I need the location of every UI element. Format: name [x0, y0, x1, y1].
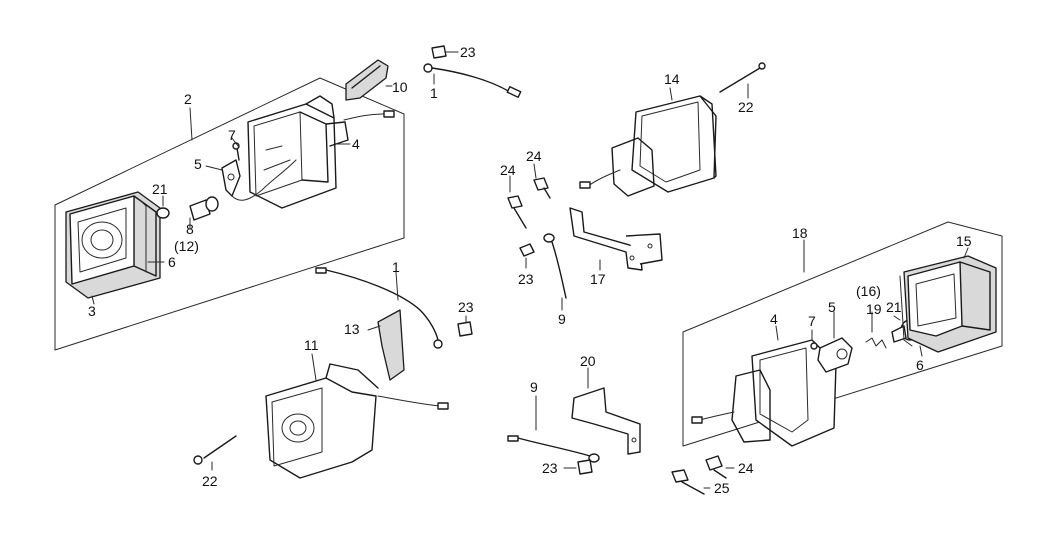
callout-4-right: 4 — [770, 311, 778, 327]
callout-17: 17 — [590, 271, 606, 287]
callout-24-middle-b: 24 — [526, 148, 542, 164]
callout-15: 15 — [956, 233, 972, 249]
callout-20: 20 — [580, 353, 596, 369]
leader-lines — [91, 51, 969, 489]
nut-23-middle — [519, 243, 535, 257]
callout-13: 13 — [344, 321, 360, 337]
bracket-17 — [569, 207, 663, 271]
callout-23-left-middle: 23 — [458, 299, 474, 315]
assembly-18-boundary — [682, 221, 1003, 447]
headlight-housing-4-right — [691, 339, 837, 447]
bolt-22-bottom — [203, 435, 237, 459]
wire-1-top — [423, 63, 522, 98]
callout-11: 11 — [304, 337, 319, 353]
callout-7-right: 7 — [808, 313, 816, 329]
callout-1-top: 1 — [430, 85, 438, 101]
callout-16: (16) — [856, 283, 881, 299]
callout-25: 25 — [714, 480, 730, 496]
callout-23-top: 23 — [460, 44, 476, 60]
bulb-8 — [189, 196, 219, 221]
callout-10: 10 — [392, 79, 408, 95]
callout-7-left: 7 — [228, 127, 236, 143]
callout-19: 19 — [866, 301, 882, 317]
rim-6-right — [899, 275, 913, 347]
callout-labels: 2 23 10 1 4 7 5 21 8 (12) 6 3 14 22 24 2… — [88, 44, 972, 496]
bolt-22-bottom-head — [193, 455, 203, 465]
wire-1-middle — [315, 267, 443, 349]
callout-5-left: 5 — [194, 156, 202, 172]
headlight-lens-3 — [65, 191, 161, 299]
callout-1-middle: 1 — [392, 259, 400, 275]
bolt-24-25-bottom — [671, 455, 727, 495]
grommet-23-middle — [457, 321, 473, 337]
grommet-23-top — [431, 45, 447, 59]
assembly-2-boundary — [54, 77, 405, 351]
bracket-13 — [377, 309, 405, 381]
bulb-socket-5-left — [221, 142, 297, 201]
nut-23-bottom — [577, 459, 593, 475]
headlight-housing-4-left — [247, 95, 395, 209]
callout-9-middle: 9 — [558, 311, 566, 327]
callout-23-bottom: 23 — [542, 460, 558, 476]
callout-9-bottom: 9 — [530, 379, 538, 395]
callout-23-middle: 23 — [518, 271, 534, 287]
callout-2: 2 — [184, 91, 192, 107]
headlight-11 — [265, 363, 449, 479]
callout-21-left: 21 — [152, 181, 168, 197]
cap-21-left — [156, 207, 170, 219]
callout-22-top: 22 — [738, 99, 754, 115]
callout-5-right: 5 — [828, 299, 836, 315]
callout-21-right: 21 — [886, 299, 902, 315]
wire-9-middle — [543, 233, 567, 299]
headlight-housing-14 — [579, 95, 717, 197]
callout-6-right: 6 — [916, 357, 924, 373]
headlight-lens-15 — [903, 255, 997, 353]
bracket-20 — [571, 387, 641, 455]
bolt-24-middle — [507, 177, 551, 229]
callout-4-left: 4 — [352, 136, 360, 152]
callout-24-bottom: 24 — [738, 460, 754, 476]
callout-8: 8 — [186, 221, 194, 237]
callout-14: 14 — [664, 71, 680, 87]
callout-24-middle-a: 24 — [500, 162, 516, 178]
bolt-22-top — [719, 67, 761, 93]
bulb-socket-5-right — [810, 337, 853, 373]
callout-22-bottom: 22 — [202, 473, 218, 489]
wire-9-bottom — [507, 435, 600, 463]
callout-12: (12) — [174, 238, 199, 254]
bracket-10 — [345, 59, 389, 101]
callout-6-left: 6 — [168, 254, 176, 270]
bolt-22-top-head — [758, 62, 766, 70]
callout-3: 3 — [88, 303, 96, 319]
callout-18: 18 — [792, 225, 808, 241]
